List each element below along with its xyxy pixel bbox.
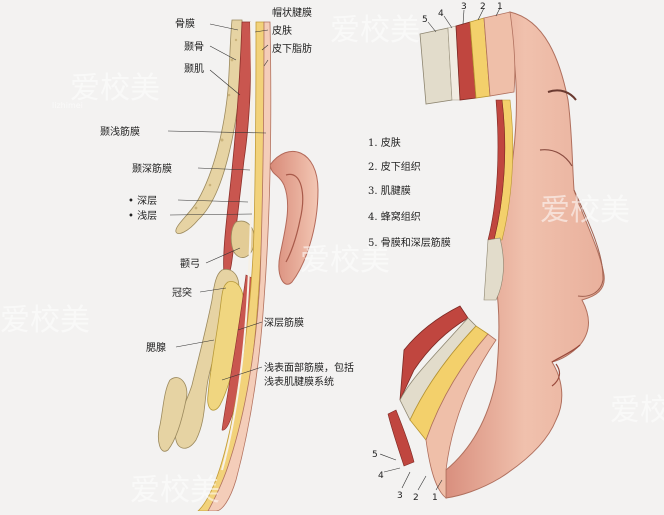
top-number-4: 4 (438, 9, 444, 19)
label-temporal-bone: 颞骨 (184, 41, 204, 53)
label-galea: 帽状腱膜 (272, 6, 312, 19)
legend-item-3: 3. 肌腱膜 (368, 185, 411, 197)
top-number-1: 1 (497, 2, 503, 12)
nose (573, 189, 604, 297)
top-number-leaders (427, 7, 501, 33)
mandible-lower (158, 377, 188, 452)
right-face-section: 5 4 3 2 1 5 4 3 2 1 (372, 2, 605, 503)
bottom-deep-muscle (387, 409, 415, 467)
watermark-brand: 爱校美 (130, 473, 220, 508)
watermarks: 爱校美 lizhimei 爱校美 爱校美 爱校美 爱校美 爱校美 爱校美 (0, 13, 664, 508)
watermark-brand: 爱校美 (540, 193, 630, 228)
bone-texture (194, 38, 238, 210)
watermark-brand: 爱校美 (330, 13, 420, 48)
label-deep-layer: • 深层 (128, 195, 157, 207)
leader-lines (167, 23, 269, 381)
eye-fold (539, 149, 573, 167)
legend-item-2: 2. 皮下组织 (368, 160, 421, 173)
top-number-2: 2 (480, 2, 486, 12)
ear-inner (285, 173, 304, 263)
watermark-brand: 爱校美 (610, 393, 664, 428)
fascia-line (221, 21, 253, 471)
label-coronoid-process: 冠突 (172, 286, 192, 299)
label-smas-line1: 浅表面部筋膜，包括 (264, 361, 354, 374)
top-number-5: 5 (422, 15, 428, 25)
lips (551, 344, 581, 387)
watermark-sub: lizhimei (52, 101, 83, 110)
legend-item-1: 1. 皮肤 (368, 136, 401, 149)
watermark-brand: 爱校美 (0, 303, 90, 338)
label-superficial-layer: • 浅层 (128, 209, 157, 222)
legend-item-4: 4. 蜂窝组织 (368, 210, 421, 223)
legend-item-5: 5. 骨膜和深层筋膜 (368, 236, 451, 249)
label-deep-fascia: 深层筋膜 (264, 316, 304, 329)
bottom-number-leaders (379, 453, 443, 491)
cheek-step (483, 237, 504, 301)
top-number-3: 3 (461, 2, 467, 12)
bottom-number-2: 2 (413, 493, 419, 503)
top-skin (483, 11, 516, 97)
bottom-number-1: 1 (432, 493, 438, 503)
label-smas-line2: 浅表肌腱膜系统 (264, 375, 334, 388)
label-zygomatic-arch: 颧弓 (180, 258, 200, 270)
watermark-brand: 爱校美 (300, 243, 390, 278)
label-superficial-temporal-fascia: 颞浅筋膜 (100, 125, 140, 138)
ear-shape (269, 150, 319, 285)
top-layer-block (419, 11, 516, 105)
label-periosteum: 骨膜 (175, 18, 195, 30)
eyebrow (547, 89, 577, 101)
bottom-number-4: 4 (378, 471, 384, 481)
label-temporal-muscle: 颞肌 (184, 63, 204, 75)
bottom-number-3: 3 (397, 491, 403, 501)
bottom-number-5: 5 (372, 450, 378, 460)
bottom-skin (425, 333, 497, 499)
label-skin: 皮肤 (272, 24, 292, 37)
label-subcutaneous-fat: 皮下脂肪 (272, 42, 312, 55)
watermark-brand: 爱校美 (70, 71, 160, 106)
legend: 1. 皮肤 2. 皮下组织 3. 肌腱膜 4. 蜂窝组织 5. 骨膜和深层筋膜 (368, 136, 451, 249)
top-periosteum (419, 27, 453, 105)
label-parotid: 腮腺 (146, 341, 166, 354)
left-cross-section: 骨膜 帽状腱膜 颞骨 皮肤 颞肌 皮下脂肪 颞浅筋膜 颞深筋膜 • 深层 • 浅… (100, 6, 354, 512)
temporal-bone-shape (175, 19, 243, 234)
label-deep-temporal-fascia: 颞深筋膜 (132, 162, 172, 175)
bottom-layer-block (387, 305, 497, 499)
